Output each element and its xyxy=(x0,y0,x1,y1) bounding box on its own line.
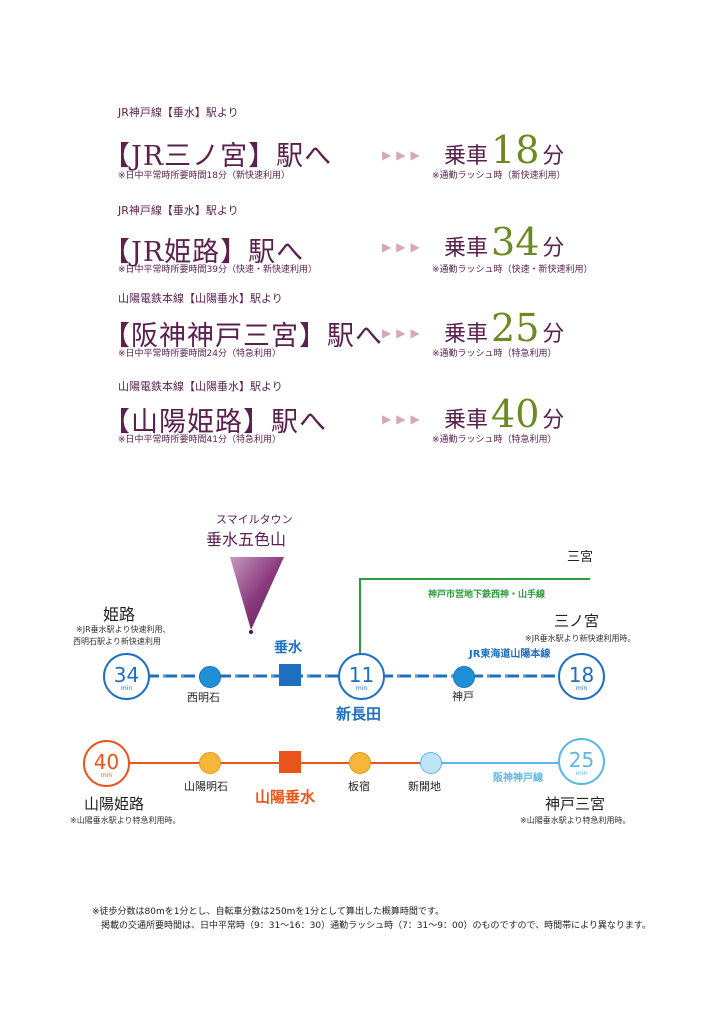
rush-note: ※通勤ラッシュ時（快速・新快速利用） xyxy=(432,265,593,275)
station-itayado: 板宿 xyxy=(348,780,370,793)
station-tarumi: 垂水 xyxy=(274,640,302,656)
property-subtitle: スマイルタウン xyxy=(216,513,293,526)
hanshin-line-label: 阪神神戸線 xyxy=(493,773,543,784)
station-dot-sanyo-akashi xyxy=(199,752,221,774)
route-note: ※日中平常時所要時間18分（新快速利用） xyxy=(118,171,290,181)
station-nishiakashi: 西明石 xyxy=(187,691,220,704)
station-sannomiya: 三ノ宮 xyxy=(554,612,600,630)
ride-minutes: 40 xyxy=(491,392,540,436)
rush-note: ※通勤ラッシュ時（特急利用） xyxy=(432,435,557,445)
route-line: JR神戸線【垂水】駅より xyxy=(118,106,239,119)
ride-label: 乗車 xyxy=(444,144,489,169)
ride-unit: 分 xyxy=(542,408,565,433)
route-sanyo-himeji: 山陽電鉄本線【山陽垂水】駅より 【山陽姫路】駅へ ※日中平常時所要時間41分（特… xyxy=(0,378,723,458)
station-dot-kobe xyxy=(453,666,475,688)
station-shin-nagata: 新長田 xyxy=(336,705,382,723)
himeji-note-1: ※JR垂水駅より快速利用、 xyxy=(76,625,171,634)
sannomiya-note: ※JR垂水駅より新快速利用時。 xyxy=(525,634,636,643)
ride-unit: 分 xyxy=(542,322,565,347)
route-jr-sannomiya: JR神戸線【垂水】駅より 【JR三ノ宮】駅へ ※日中平常時所要時間18分（新快速… xyxy=(0,104,723,184)
route-station: 【JR三ノ宮】駅へ xyxy=(103,141,333,172)
arrow-icon: ▶▶▶ xyxy=(382,326,425,340)
kobe-sannomiya-note: ※山陽垂水駅より特急利用時。 xyxy=(520,816,631,825)
time-value: 34 xyxy=(113,663,140,687)
route-note: ※日中平常時所要時間41分（特急利用） xyxy=(118,435,281,445)
ride-unit: 分 xyxy=(542,144,565,169)
route-station: 【JR姫路】駅へ xyxy=(103,237,305,268)
arrow-icon: ▶▶▶ xyxy=(382,240,425,254)
time-unit: min xyxy=(575,770,588,777)
route-hanshin-sannomiya: 山陽電鉄本線【山陽垂水】駅より 【阪神神戸三宮】駅へ ※日中平常時所要時間24分… xyxy=(0,290,723,370)
time-value: 18 xyxy=(568,663,595,687)
station-kobe-sannomiya: 神戸三宮 xyxy=(545,795,606,813)
subway-line xyxy=(359,578,590,655)
arrow-icon: ▶▶▶ xyxy=(382,148,425,162)
rush-note: ※通勤ラッシュ時（新快速利用） xyxy=(432,171,566,181)
route-note: ※日中平常時所要時間39分（快速・新快速利用） xyxy=(118,265,317,275)
station-sannomiya-subway: 三宮 xyxy=(567,550,594,565)
sanyo-himeji-note: ※山陽垂水駅より特急利用時。 xyxy=(70,816,181,825)
route-line: 山陽電鉄本線【山陽垂水】駅より xyxy=(118,292,283,305)
ride-unit: 分 xyxy=(542,236,565,261)
station-square-tarumi xyxy=(279,664,301,686)
property-name: 垂水五色山 xyxy=(206,530,287,549)
rush-note: ※通勤ラッシュ時（特急利用） xyxy=(432,349,557,359)
station-himeji: 姫路 xyxy=(103,605,136,624)
route-line: JR神戸線【垂水】駅より xyxy=(118,204,239,217)
route-station: 【山陽姫路】駅へ xyxy=(103,407,327,438)
ride-label: 乗車 xyxy=(444,236,489,261)
station-dot-shinkaichi xyxy=(420,752,442,774)
station-shinkaichi: 新開地 xyxy=(408,780,441,793)
arrow-icon: ▶▶▶ xyxy=(382,412,425,426)
time-unit: min xyxy=(355,685,368,692)
ride-minutes: 18 xyxy=(491,128,540,172)
footer-note-1: ※徒歩分数は80mを1分とし、自転車分数は250mを1分として算出した概算時間で… xyxy=(92,907,444,917)
ride-label: 乗車 xyxy=(444,322,489,347)
route-jr-himeji: JR神戸線【垂水】駅より 【JR姫路】駅へ ※日中平常時所要時間39分（快速・新… xyxy=(0,202,723,282)
time-value: 25 xyxy=(568,748,595,772)
time-unit: min xyxy=(575,685,588,692)
footer-note-2: 掲載の交通所要時間は、日中平常時（9：31〜16：30）通勤ラッシュ時（7：31… xyxy=(92,921,652,931)
ride-minutes: 25 xyxy=(491,306,540,350)
time-unit: min xyxy=(120,685,133,692)
route-note: ※日中平常時所要時間24分（特急利用） xyxy=(118,349,281,359)
time-value: 11 xyxy=(348,663,375,687)
station-square-sanyo-tarumi xyxy=(279,751,301,773)
ride-minutes: 34 xyxy=(491,220,540,264)
jr-line-label: JR東海道山陽本線 xyxy=(469,649,551,660)
station-kobe: 神戸 xyxy=(452,690,474,703)
station-sanyo-akashi: 山陽明石 xyxy=(184,780,228,793)
route-station: 【阪神神戸三宮】駅へ xyxy=(103,321,383,352)
station-sanyo-tarumi: 山陽垂水 xyxy=(255,788,316,806)
station-dot-nishiakashi xyxy=(199,666,221,688)
time-unit: min xyxy=(100,772,113,779)
time-value: 40 xyxy=(93,750,120,774)
subway-line-label: 神戸市営地下鉄西神・山手線 xyxy=(428,590,546,600)
station-sanyo-himeji: 山陽姫路 xyxy=(84,795,145,813)
property-pin-icon xyxy=(230,557,284,630)
ride-label: 乗車 xyxy=(444,408,489,433)
route-line: 山陽電鉄本線【山陽垂水】駅より xyxy=(118,380,283,393)
station-dot-itayado xyxy=(349,752,371,774)
himeji-note-2: 西明石駅より新快速利用 xyxy=(73,637,161,646)
